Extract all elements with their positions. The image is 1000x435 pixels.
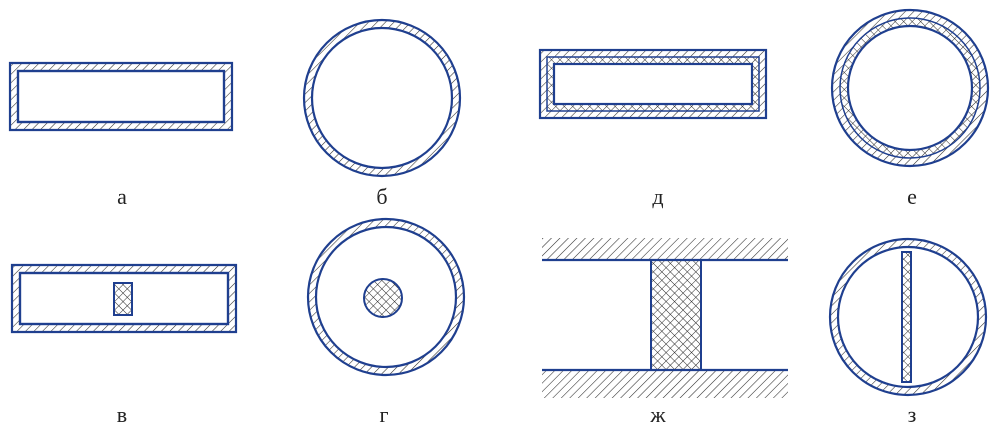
figure-e-round-duct-double [830,8,990,168]
label-zh: ж [650,402,666,427]
figure-zh-bottom-wall [542,370,788,398]
figure-zh-partition [650,259,702,371]
label-e: е [907,184,917,209]
label-a: а [117,184,127,209]
figure-z-round-duct-partition [828,237,988,397]
figure-d-inner-layer [547,57,759,111]
label-g: г [379,402,389,427]
label-b: б [376,184,388,209]
figure-g-round-duct-core [306,217,466,377]
figure-a-wall [8,61,234,132]
figure-zh-top-wall [542,238,788,260]
figure-v-rect-duct-insert [10,263,238,334]
label-z: з [907,402,917,427]
figure-g-core [363,278,403,318]
figure-a-rect-duct [8,61,234,132]
figure-d-rect-duct-double [538,48,768,120]
figure-z-partition [901,251,912,383]
label-v: в [116,402,128,427]
figure-zh-wall-partition [542,238,788,398]
figure-b-round-duct [302,18,462,178]
figure-v-insert [113,282,133,316]
label-d: д [652,184,664,209]
